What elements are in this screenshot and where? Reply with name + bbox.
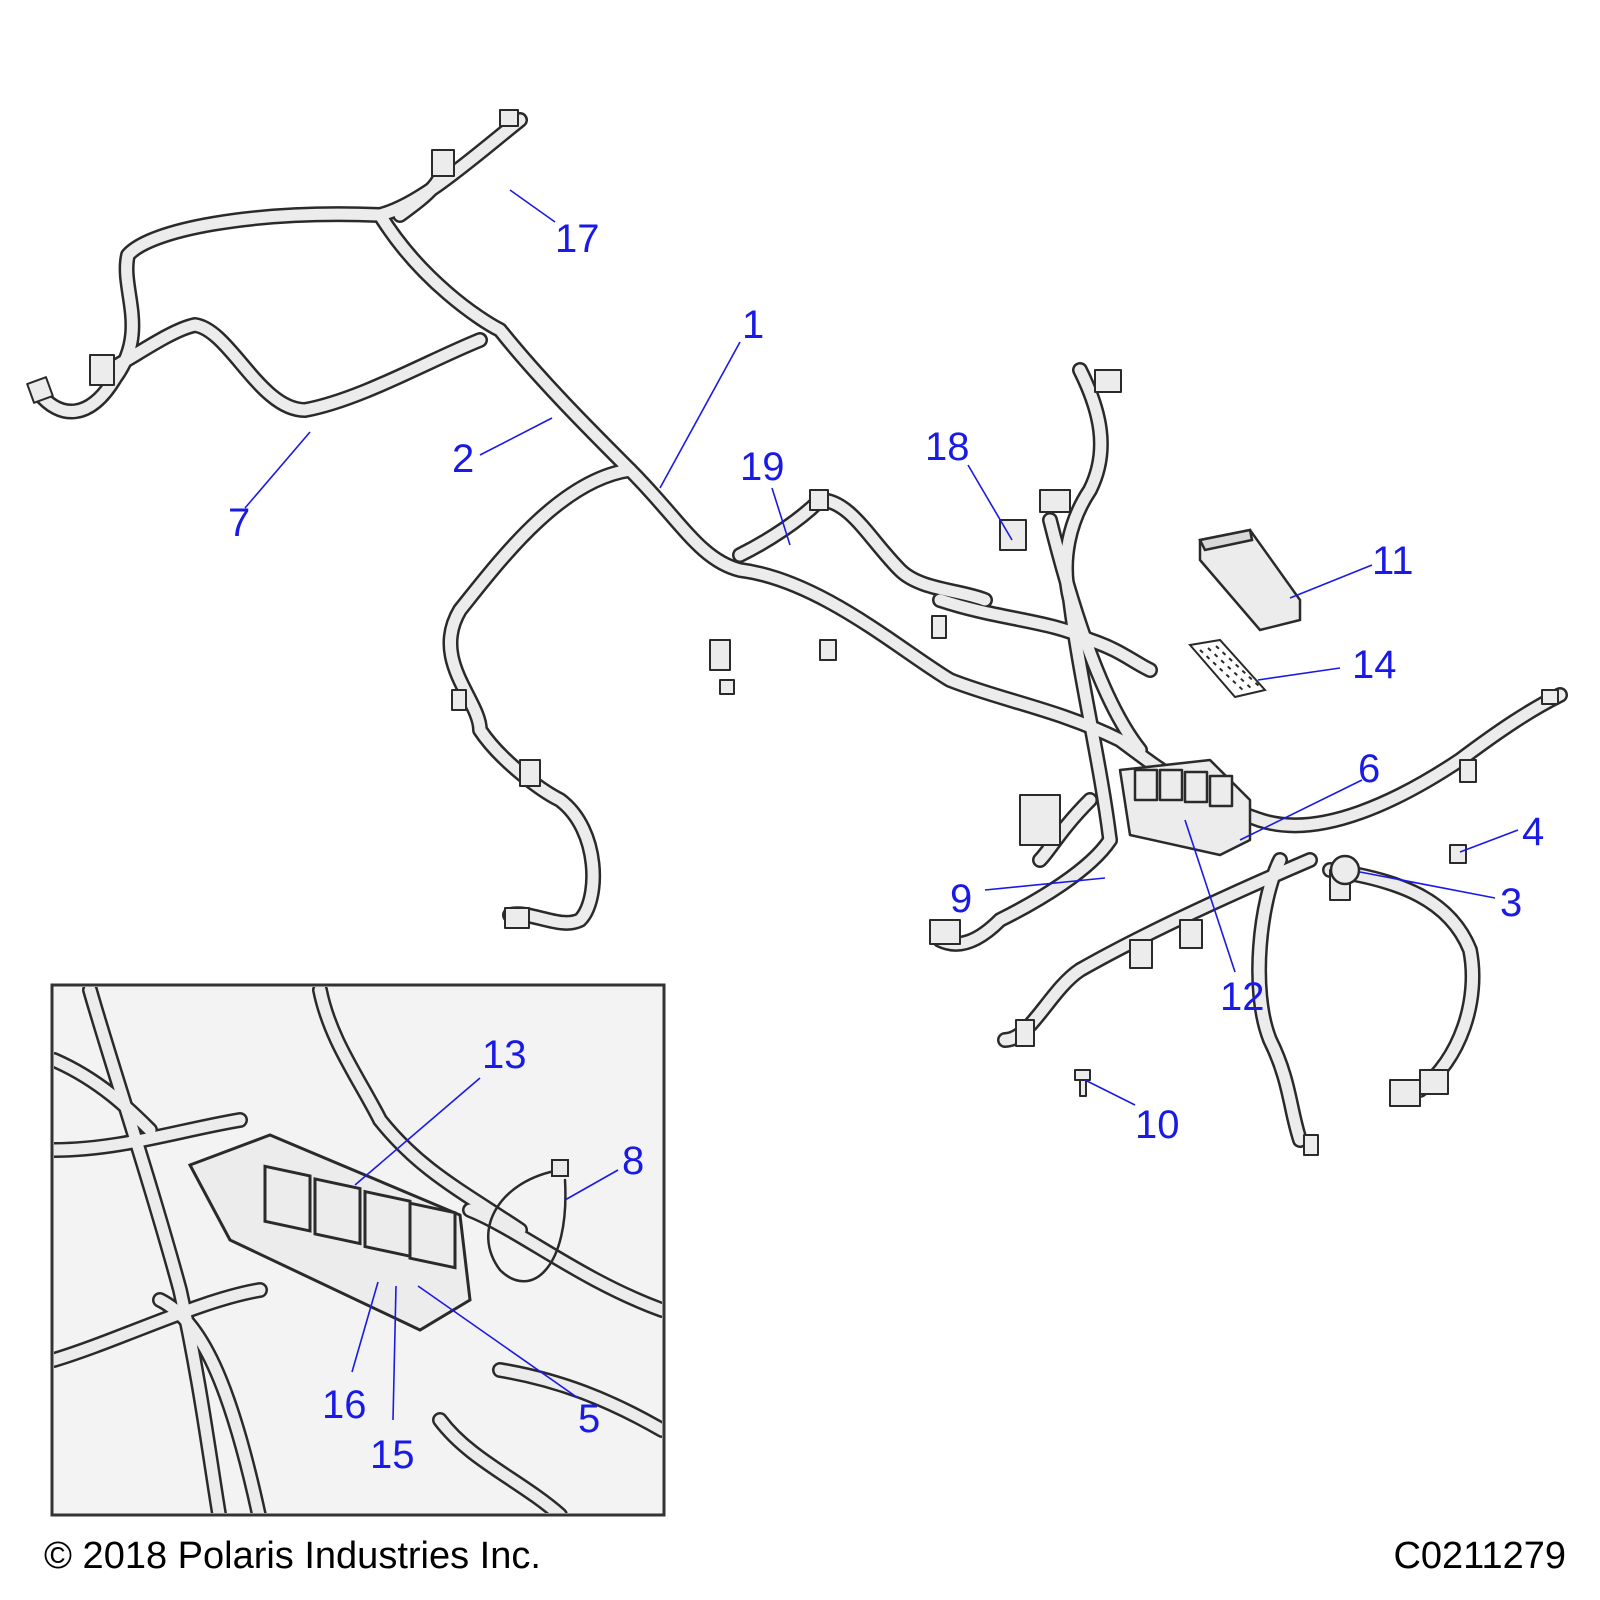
leader-12 [1184,819,1236,973]
connector [431,149,455,177]
leader-18 [967,464,1013,541]
inset-relay-box [187,1133,472,1332]
leader-10 [1084,1079,1136,1106]
callout-1: 1 [742,303,764,347]
callout-12: 12 [1220,975,1265,1019]
connector [1019,794,1061,846]
leader-19 [771,487,791,546]
callout-6: 6 [1358,747,1380,791]
leader-5 [417,1285,579,1399]
callout-2: 2 [452,437,474,481]
callout-14: 14 [1352,643,1397,687]
leader-lines [244,189,1519,1421]
fuse-decal [1188,638,1267,699]
connector [1303,1134,1319,1156]
relay [1133,768,1159,802]
harness-connectors [26,109,1559,1156]
fuse-box-cover [1198,528,1302,632]
inset-tie-head [551,1159,569,1177]
ground-ring [1329,854,1361,886]
leader-2 [479,417,553,456]
connector [809,489,829,511]
inset-detail-view [50,983,666,1517]
zip-tie [1276,975,1308,995]
connector [929,919,961,945]
relay [1158,768,1184,802]
connector [931,615,947,639]
leader-7 [244,431,311,509]
bolt [1074,1069,1091,1097]
inset-relay [408,1201,457,1270]
inset-relay [313,1177,362,1246]
connector [1179,919,1203,949]
connector [499,109,519,127]
callout-8: 8 [622,1139,644,1183]
connector [451,689,467,711]
relay [1208,774,1234,808]
callout-17: 17 [555,217,600,261]
leader-13 [354,1077,481,1186]
connector [1541,689,1559,705]
callout-9: 9 [950,877,972,921]
connector [1039,489,1071,513]
leader-8 [564,1169,619,1201]
harness-clip [1449,844,1467,864]
connector [819,639,837,661]
callout-18: 18 [925,425,970,469]
connector [1129,939,1153,969]
leader-15 [392,1285,397,1421]
callout-3: 3 [1500,881,1522,925]
callout-16: 16 [322,1383,367,1427]
connector [519,759,541,787]
connector [999,519,1027,551]
leader-14 [1257,667,1341,681]
callout-13: 13 [482,1033,527,1077]
leader-11 [1289,564,1373,599]
inset-harness-fill [54,987,662,1513]
connector [89,354,115,386]
relay [1183,770,1209,804]
callout-4: 4 [1522,810,1544,854]
inset-relay [263,1164,312,1233]
callout-11: 11 [1372,539,1414,583]
connector [26,376,54,404]
copyright-text: © 2018 Polaris Industries Inc. [44,1535,541,1577]
connector [709,639,731,671]
callout-7: 7 [228,501,250,545]
connector [719,679,735,695]
connector [1015,1019,1035,1047]
inset-relay [363,1189,412,1258]
leader-17 [509,189,556,223]
callout-19: 19 [740,445,785,489]
leader-16 [351,1281,379,1373]
connector [1419,1069,1449,1095]
callout-10: 10 [1135,1103,1180,1147]
fuse-relay-box [1118,758,1252,857]
leader-6 [1239,779,1363,841]
connector [1459,759,1477,783]
callout-5: 5 [578,1397,600,1441]
callout-15: 15 [370,1433,415,1477]
leader-1 [659,341,741,489]
connector [504,907,530,929]
leader-9 [984,877,1106,891]
connector [1389,1079,1421,1107]
inset-zip-tie [487,1168,567,1283]
leader-4 [1459,829,1519,853]
harness-fill [32,114,1566,1146]
connector [1094,369,1122,393]
callout-numbers: 1 2 3 4 5 6 7 8 9 10 11 12 13 14 15 16 1… [228,217,1544,1477]
figure-id: C0211279 [1393,1535,1566,1577]
leader-3 [1359,871,1496,899]
main-wire-harness [26,109,1568,1156]
